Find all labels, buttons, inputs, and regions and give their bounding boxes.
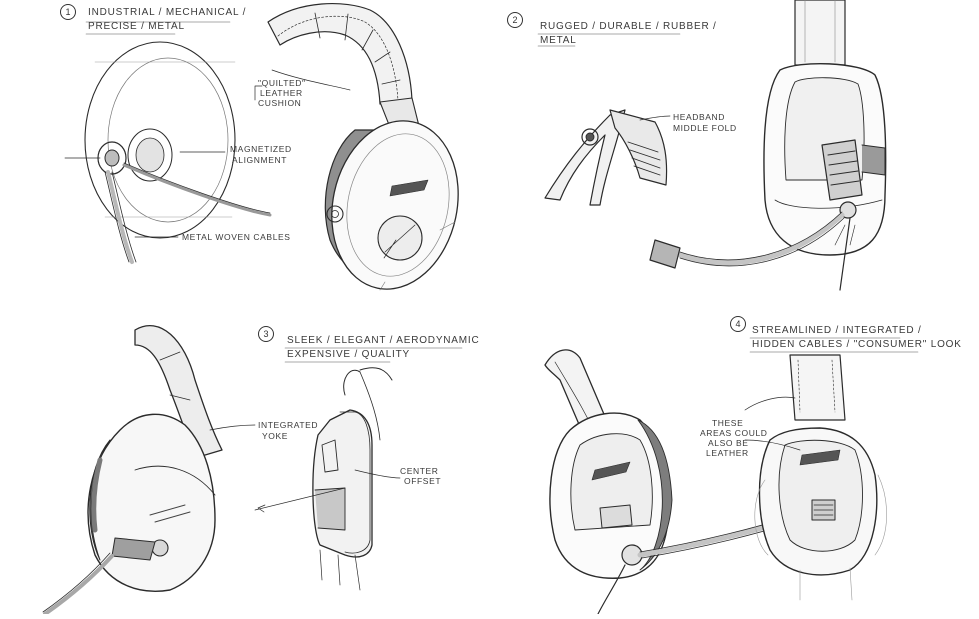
concept-3-yoke-callout-1: Integrated (258, 420, 319, 430)
concept-3-keywords-line2: Expensive / Quality (287, 349, 411, 360)
concept-2-headband-fold-sketch (544, 109, 671, 206)
concept-4-leather-callout-4: leather (706, 448, 749, 458)
concept-3-number: 3 (258, 326, 274, 342)
concept-4-headphone-front-sketch (754, 354, 887, 601)
concept-1-earcup-side-sketch (64, 41, 272, 264)
concept-2-keywords-line1: Rugged / Durable / Rubber / (540, 21, 717, 32)
concept-4-leader-lines (744, 396, 801, 451)
concept-4-headphone-3q-sketch (544, 349, 808, 615)
concept-1-number: 1 (60, 4, 76, 20)
concept-3-yoke-callout-2: yoke (262, 431, 289, 441)
concept-1-alignment-callout-2: alignment (232, 155, 287, 165)
concept-2-fold-callout-2: middle fold (673, 123, 737, 133)
concept-4-number: 4 (730, 316, 746, 332)
concept-3-earcup-front-sketch (312, 367, 393, 591)
concept-2-number: 2 (507, 12, 523, 28)
concept-1-keywords-line2: Precise / Metal (88, 21, 185, 32)
concept-1-cushion-callout-3: cushion (258, 98, 302, 108)
concept-3-keywords-line1: Sleek / Elegant / Aerodynamic (287, 335, 480, 346)
concept-3-headphone-3q-sketch (42, 324, 223, 616)
concept-2-keywords-line2: Metal (540, 35, 577, 46)
concept-1-alignment-callout-1: Magnetized (230, 144, 292, 154)
concept-1-cushion-callout-2: leather (260, 88, 303, 98)
keyword-underlines (85, 21, 919, 363)
concept-4-keywords-line2: Hidden cables / "Consumer" look (752, 339, 962, 350)
concept-4-leather-callout-3: also be (708, 438, 749, 448)
concept-3-offset-callout-1: Center (400, 466, 439, 476)
concept-1-headphone-3q-sketch (267, 3, 459, 291)
concept-3-offset-callout-2: offset (404, 476, 442, 486)
concept-4-leather-callout-2: areas could (700, 428, 768, 438)
concept-4-keywords-line1: Streamlined / Integrated / (752, 325, 922, 336)
concept-2-headphone-side-sketch (649, 0, 887, 291)
concept-1-leader-lines (134, 69, 351, 238)
concept-1-cushion-callout-1: "Quilted" (258, 78, 306, 88)
concept-3-leader-lines (209, 424, 401, 513)
concept-1-keywords-line1: Industrial / Mechanical / (88, 7, 247, 18)
concept-1-cables-callout: Metal woven cables (182, 232, 291, 242)
concept-4-leather-callout-1: These (712, 418, 744, 428)
concept-2-fold-callout-1: Headband (673, 112, 726, 122)
